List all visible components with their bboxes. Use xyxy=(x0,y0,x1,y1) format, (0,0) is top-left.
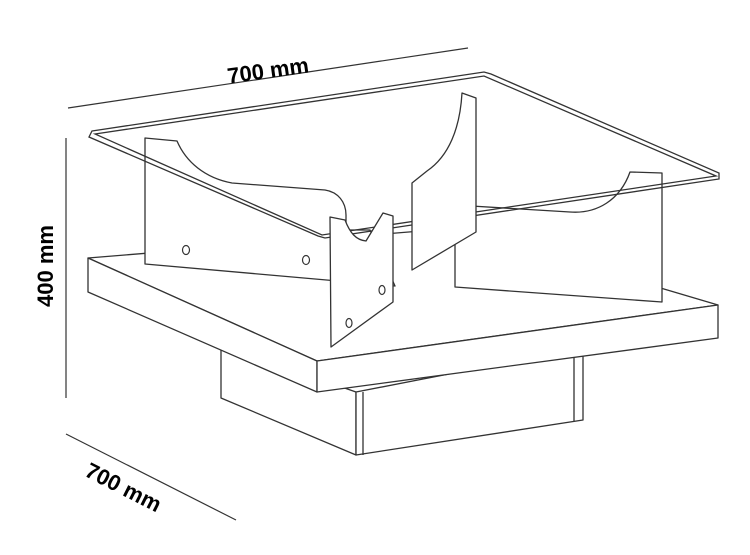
panel-hole xyxy=(301,254,311,266)
front-panel xyxy=(329,212,394,348)
width-dimension-label: 700 mm xyxy=(226,52,311,88)
front-panel-face xyxy=(329,212,394,348)
back-middle-panel xyxy=(411,92,477,271)
shelf-front-face xyxy=(316,304,719,393)
glass-top-inner-edge xyxy=(92,75,719,236)
width-dimension-line xyxy=(67,47,469,109)
panel-hole xyxy=(181,244,191,256)
back-right-panel xyxy=(454,171,663,303)
dimension-lines xyxy=(65,47,469,521)
panel-hole xyxy=(378,284,386,296)
glass-top-outer-edge xyxy=(88,71,720,239)
glass-top xyxy=(88,71,720,239)
depth-dimension-label: 700 mm xyxy=(81,458,165,517)
back-right-panel-face xyxy=(454,171,663,303)
panel-hole xyxy=(345,317,353,329)
back-middle-panel-face xyxy=(411,92,477,271)
depth-dimension-line xyxy=(65,433,237,521)
height-dimension-label: 400 mm xyxy=(33,225,58,307)
